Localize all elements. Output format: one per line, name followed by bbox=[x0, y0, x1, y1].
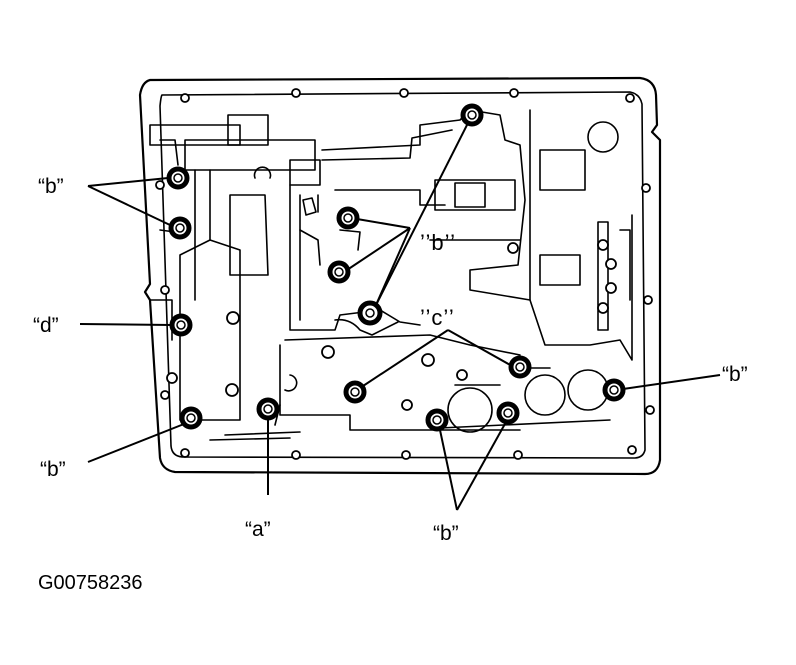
bolt-b-right bbox=[602, 378, 626, 402]
bolt-b-lower-left bbox=[179, 406, 203, 430]
bolt-b-bottom-2 bbox=[496, 401, 520, 425]
bolt-c-2 bbox=[508, 355, 532, 379]
perimeter-holes bbox=[155, 88, 655, 460]
leader-lines bbox=[79, 122, 721, 511]
label-b-inner: ’’b’’ bbox=[420, 230, 456, 255]
bolt-d bbox=[169, 313, 193, 337]
bolt-b-bottom-1 bbox=[425, 408, 449, 432]
bolt-b-center-3 bbox=[357, 300, 383, 326]
callout-b-left-bottom: “b” bbox=[40, 458, 66, 481]
bolt-c-1 bbox=[343, 380, 367, 404]
callout-b-bottom: “b” bbox=[433, 522, 459, 545]
bolt-b-center-2 bbox=[327, 260, 351, 284]
figure-id: G00758236 bbox=[38, 572, 143, 594]
bolt-a bbox=[256, 397, 280, 421]
label-c-inner: ’’c’’ bbox=[420, 305, 455, 330]
valve-passages bbox=[149, 109, 633, 441]
callout-a-bottom: “a” bbox=[245, 518, 271, 541]
bolt-b-top bbox=[460, 103, 484, 127]
callout-d-left: “d” bbox=[33, 314, 59, 337]
bolt-b-upper-left-1 bbox=[166, 166, 190, 190]
callout-b-right: “b” bbox=[722, 363, 748, 386]
case-outline bbox=[138, 76, 662, 476]
bolts bbox=[166, 103, 626, 432]
bolt-b-center-1 bbox=[336, 206, 360, 230]
callout-b-left-top: “b” bbox=[38, 175, 64, 198]
bolt-b-upper-left-2 bbox=[168, 216, 192, 240]
